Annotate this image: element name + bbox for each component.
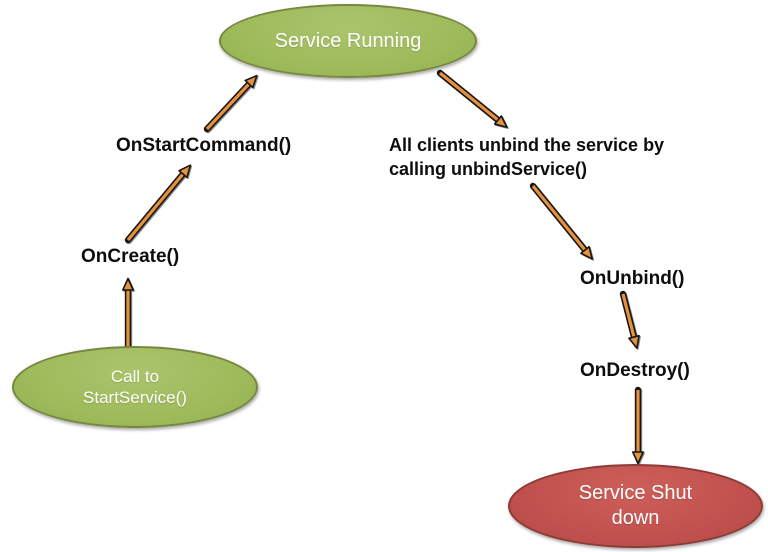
node-service-running: Service Running — [219, 4, 477, 78]
arrow-onstartcommand-to-running — [203, 74, 258, 133]
arrow-onunbind-to-ondestroy — [619, 290, 640, 349]
label-oncreate: OnCreate() — [81, 246, 180, 267]
node-call-to-startservice-label: Call to StartService() — [83, 366, 187, 407]
node-service-shut-down-label: Service Shut down — [578, 482, 693, 529]
arrow-unbind-text-to-onunbind — [529, 182, 594, 260]
arrow-running-to-unbind-text — [436, 69, 508, 129]
node-service-running-label: Service Running — [274, 29, 422, 52]
label-all-clients-unbind: All clients unbind the service by callin… — [389, 135, 665, 179]
label-onstartcommand: OnStartCommand() — [116, 135, 292, 156]
arrow-oncreate-to-onstartcommand — [124, 164, 192, 244]
node-call-to-startservice: Call to StartService() — [12, 346, 258, 428]
label-onunbind: OnUnbind() — [580, 268, 685, 289]
node-service-shut-down: Service Shut down — [508, 464, 763, 548]
label-ondestroy: OnDestroy() — [580, 360, 690, 381]
